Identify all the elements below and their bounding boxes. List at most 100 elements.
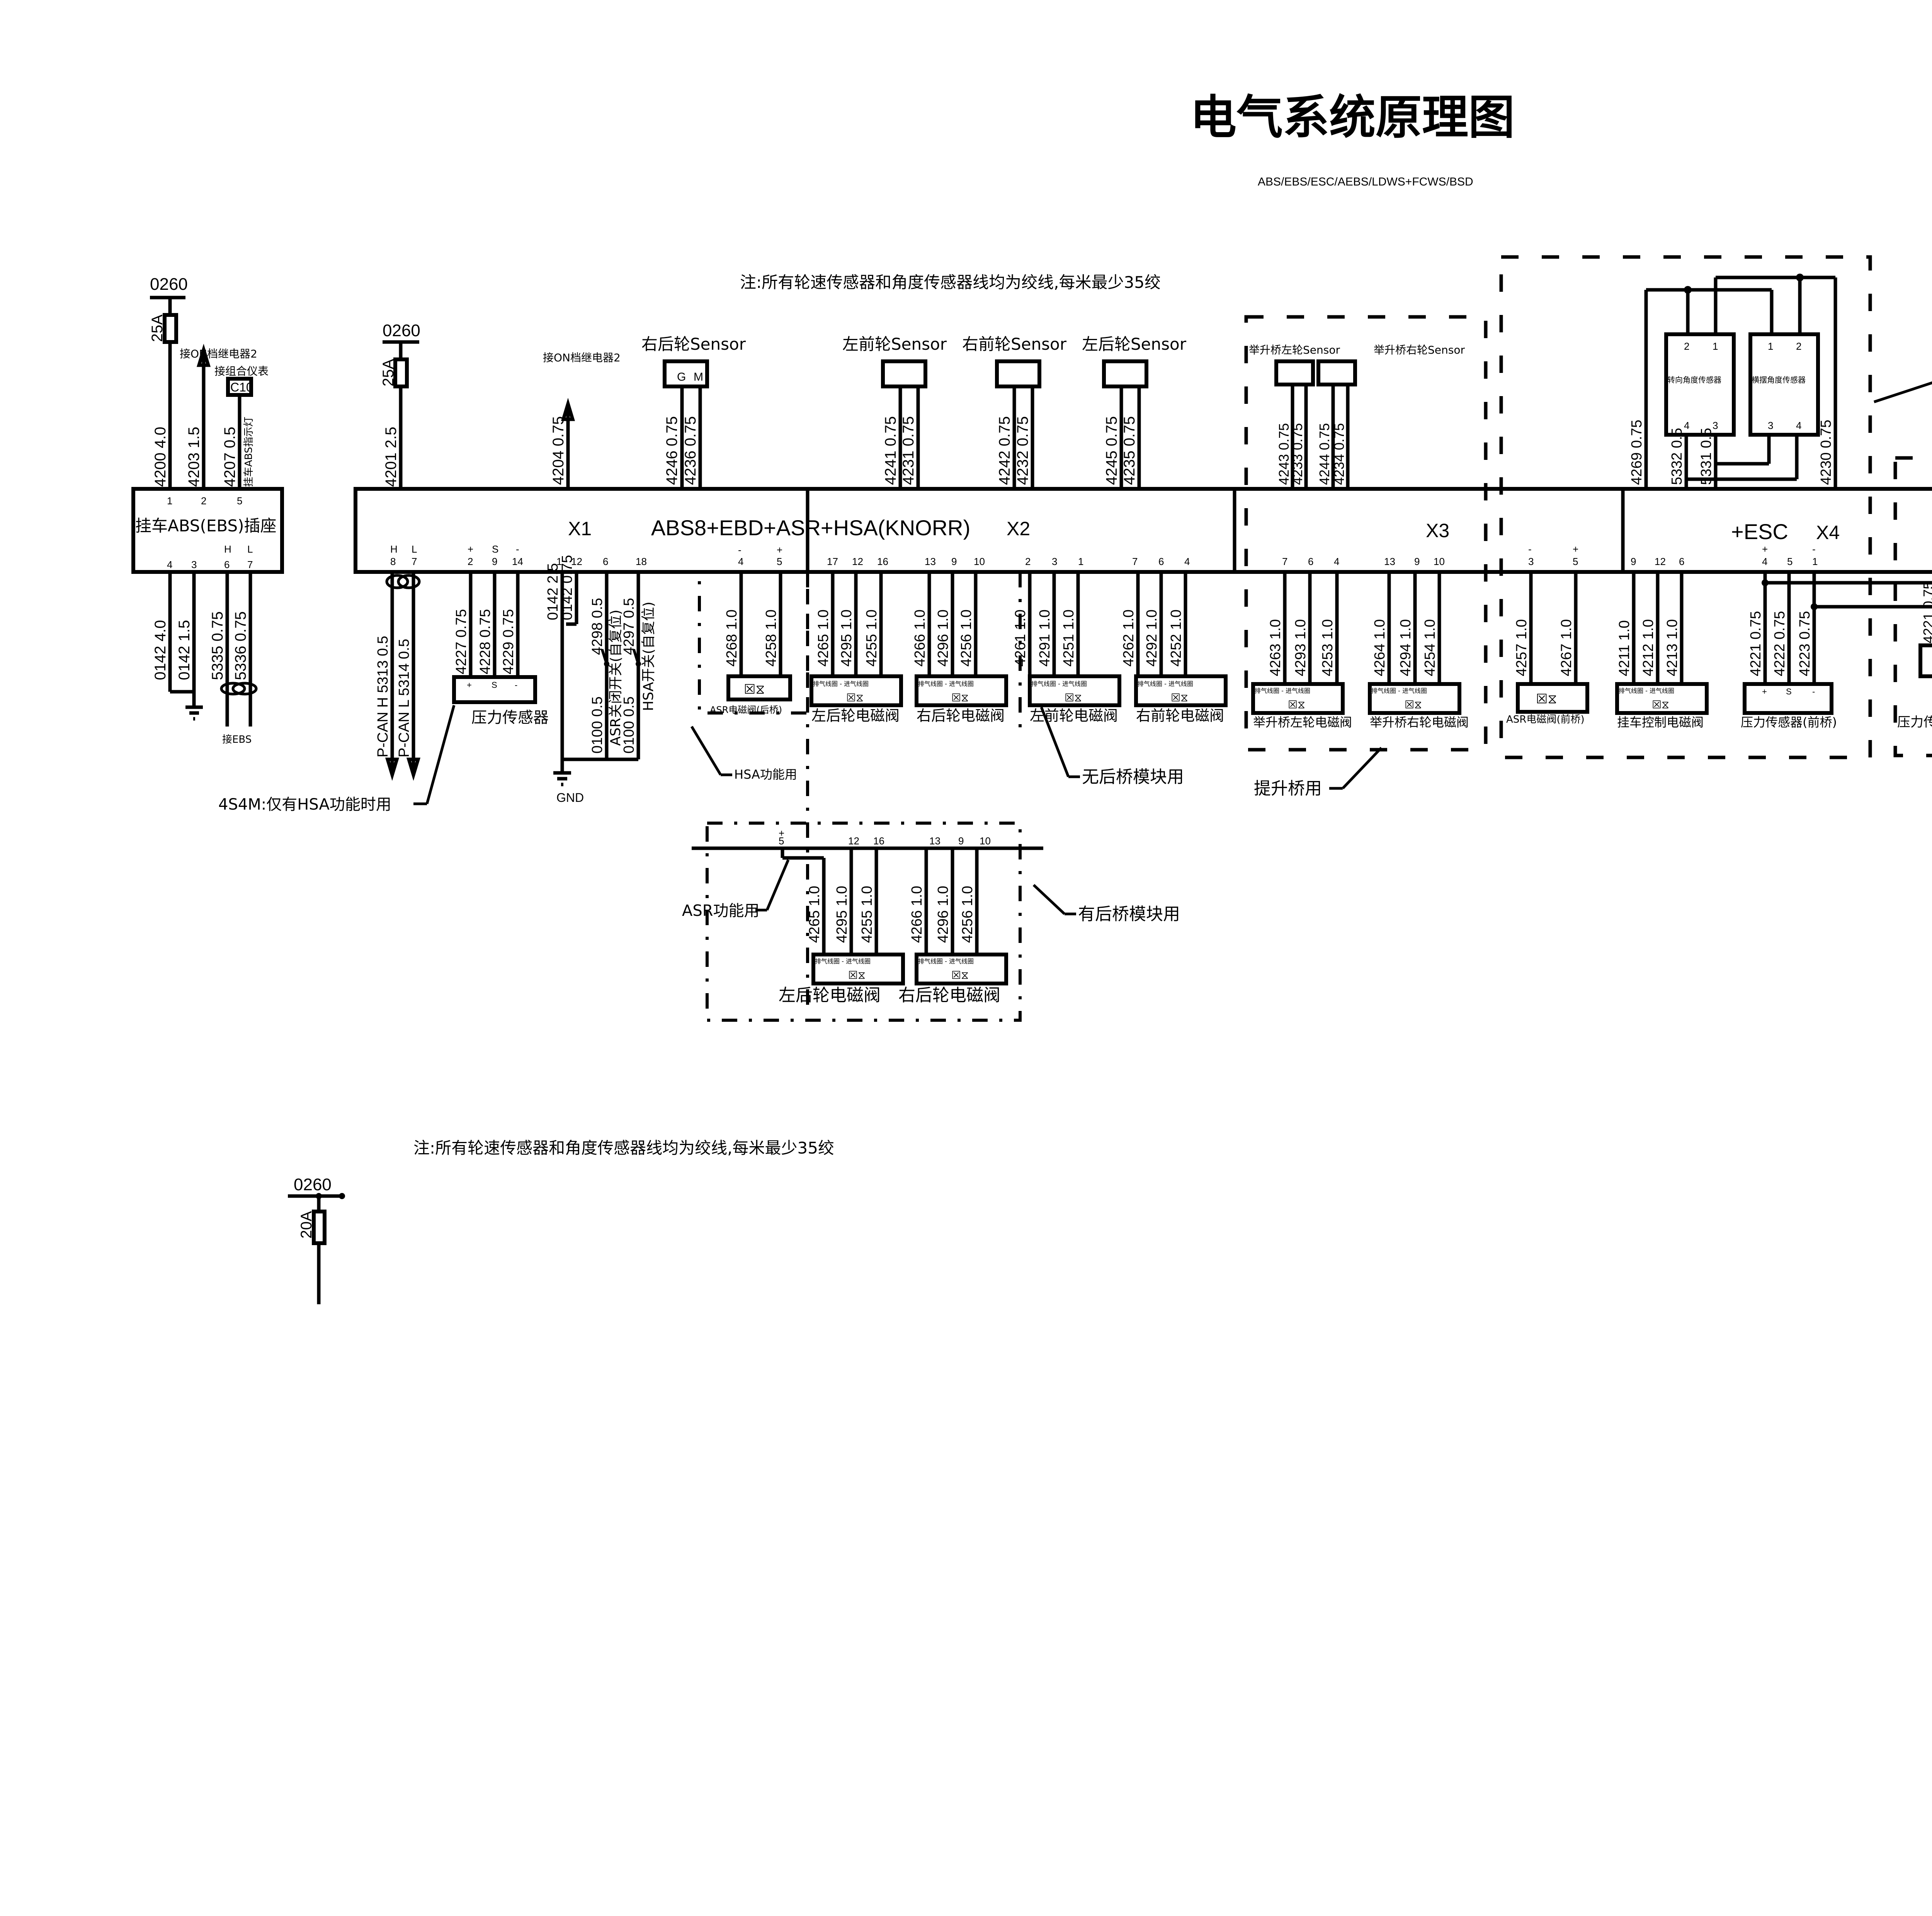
- hsa-switch-label: HSA开关(自复位): [641, 602, 656, 711]
- cluster-label: 接组合仪表: [214, 365, 269, 378]
- wire-label: 4263 1.0: [1267, 619, 1284, 676]
- wire-label: 4256 1.0: [959, 886, 976, 943]
- svg-text:10: 10: [974, 556, 985, 567]
- junction-dot: [1684, 286, 1692, 294]
- svg-text:排气线圈 - 进气线圈: 排气线圈 - 进气线圈: [1255, 687, 1310, 694]
- wire-label: 4227 0.75: [453, 609, 469, 674]
- svg-text:3: 3: [191, 559, 197, 570]
- svg-text:S: S: [1786, 687, 1792, 696]
- svg-text:2: 2: [1684, 340, 1689, 352]
- wire-label: 4292 1.0: [1144, 609, 1160, 667]
- svg-text:2: 2: [1025, 556, 1031, 567]
- wire-label: 4245 0.75: [1103, 416, 1120, 485]
- svg-text:1: 1: [1713, 340, 1718, 352]
- svg-text:8: 8: [390, 556, 396, 567]
- fuse-rating: 20A: [298, 1211, 315, 1239]
- wire-label: 4262 1.0: [1121, 609, 1137, 667]
- svg-text:+: +: [1762, 543, 1768, 555]
- wire-label: 0142 2.5: [545, 563, 561, 620]
- junction-dot: [1762, 579, 1769, 586]
- wire-label: 4253 1.0: [1320, 619, 1336, 676]
- svg-text:H: H: [224, 543, 231, 555]
- rr-valve-rear-module-label: 右后轮电磁阀: [898, 985, 1000, 1005]
- wire-label: 4268 1.0: [724, 609, 740, 667]
- fuse-rating: 25A: [380, 359, 397, 386]
- wire-label: 4207 0.5: [221, 427, 238, 487]
- wire-label: 4267 1.0: [1558, 619, 1575, 676]
- sensor-rr-label: 右后轮Sensor: [641, 335, 746, 354]
- twisted-pair-note-top: 注:所有轮速传感器和角度传感器线均为绞线,每米最少35绞: [740, 273, 1161, 292]
- arrow-down-icon: [406, 757, 421, 781]
- svg-text:3: 3: [1713, 420, 1718, 431]
- arrow-up-icon: [561, 398, 575, 421]
- svg-text:18: 18: [636, 556, 647, 567]
- valve-icon: ☒⧖: [951, 969, 969, 981]
- wire-label: 4231 0.75: [900, 416, 917, 485]
- wire-label: 4251 1.0: [1061, 609, 1077, 667]
- valve-icon: ☒⧖: [1536, 692, 1557, 706]
- svg-text:G: G: [677, 371, 686, 383]
- wire-label: 4297 0.5: [621, 598, 637, 655]
- svg-text:2: 2: [201, 495, 206, 507]
- svg-text:9: 9: [958, 835, 964, 847]
- svg-text:3: 3: [1528, 556, 1534, 567]
- svg-text:1: 1: [1812, 556, 1818, 567]
- svg-text:排气线圈 - 进气线圈: 排气线圈 - 进气线圈: [1031, 680, 1087, 687]
- wire-label: 4236 0.75: [682, 416, 699, 485]
- connector-x2: X2: [1007, 518, 1030, 539]
- svg-text:5: 5: [1573, 556, 1578, 567]
- svg-text:排气线圈 - 进气线圈: 排气线圈 - 进气线圈: [813, 680, 869, 687]
- wire-label: 5332 0.5: [1669, 428, 1685, 485]
- connector-x4: X4: [1816, 522, 1840, 543]
- wire-label: 4221 0.75: [1748, 611, 1764, 676]
- svg-text:16: 16: [877, 556, 888, 567]
- wire-label: 4203 1.5: [185, 427, 202, 487]
- wire-label: P-CAN L 5314 0.5: [396, 639, 412, 757]
- svg-text:S: S: [492, 543, 498, 555]
- svg-text:-: -: [1812, 687, 1815, 696]
- ground-icon: [553, 759, 571, 786]
- svg-text:排气线圈 - 进气线圈: 排气线圈 - 进气线圈: [1619, 687, 1674, 694]
- asr-valve-rear-label: ASR电磁阀(后桥): [710, 704, 782, 715]
- power-label: 0260: [294, 1175, 332, 1194]
- on-relay-2-label: 接ON档继电器2: [180, 347, 257, 360]
- wire-label: 4266 1.0: [912, 609, 928, 667]
- wire-label: 5335 0.75: [209, 611, 226, 680]
- svg-text:5: 5: [779, 835, 784, 847]
- svg-text:13: 13: [929, 835, 940, 847]
- asr-off-switch-label: ASR关闭开关(自复位): [608, 609, 624, 746]
- svg-text:1: 1: [1768, 340, 1773, 352]
- lift-right-valve-label: 举升桥右轮电磁阀: [1370, 715, 1469, 730]
- wire-label: 4295 1.0: [838, 609, 855, 667]
- svg-text:排气线圈 - 进气线圈: 排气线圈 - 进气线圈: [815, 958, 871, 965]
- callout-no-rear-module: 无后桥模块用: [1082, 767, 1184, 787]
- wire-label: 4211 1.0: [1616, 620, 1633, 676]
- svg-text:-: -: [1528, 543, 1532, 555]
- svg-text:M: M: [694, 371, 703, 383]
- svg-text:排气线圈 - 进气线圈: 排气线圈 - 进气线圈: [1371, 687, 1427, 694]
- cluster-connector: C10: [230, 380, 253, 394]
- steering-angle-sensor-label: 转向角度传感器: [1667, 375, 1721, 385]
- wire-label: 4296 1.0: [935, 609, 951, 667]
- svg-text:-: -: [738, 544, 742, 556]
- wire-label: 4233 0.75: [1289, 423, 1305, 485]
- svg-text:+: +: [1573, 543, 1578, 555]
- valve-icon: ☒⧖: [1171, 692, 1188, 704]
- svg-text:S: S: [492, 680, 497, 690]
- svg-text:3: 3: [1052, 556, 1057, 567]
- svg-text:6: 6: [224, 559, 230, 570]
- trailer-abs-socket: 0260 25A 接ON档继电器2 接组合仪表 C10 4200 4.0 420…: [131, 275, 284, 745]
- svg-text:5: 5: [777, 556, 782, 567]
- svg-text:1: 1: [167, 495, 172, 507]
- valve-icon: ☒⧖: [848, 969, 866, 981]
- svg-text:+: +: [1762, 687, 1767, 696]
- svg-text:6: 6: [1158, 556, 1164, 567]
- wire-label: 4294 1.0: [1398, 619, 1414, 676]
- sensor-rf-label: 右前轮Sensor: [962, 335, 1067, 354]
- svg-text:9: 9: [492, 556, 497, 567]
- callout-hsa-func: HSA功能用: [734, 767, 797, 782]
- connector-x3: X3: [1426, 520, 1449, 541]
- twisted-pair-note-bottom: 注:所有轮速传感器和角度传感器线均为绞线,每米最少35绞: [413, 1138, 834, 1157]
- abs-ecu-title: ABS8+EBD+ASR+HSA(KNORR): [651, 516, 970, 540]
